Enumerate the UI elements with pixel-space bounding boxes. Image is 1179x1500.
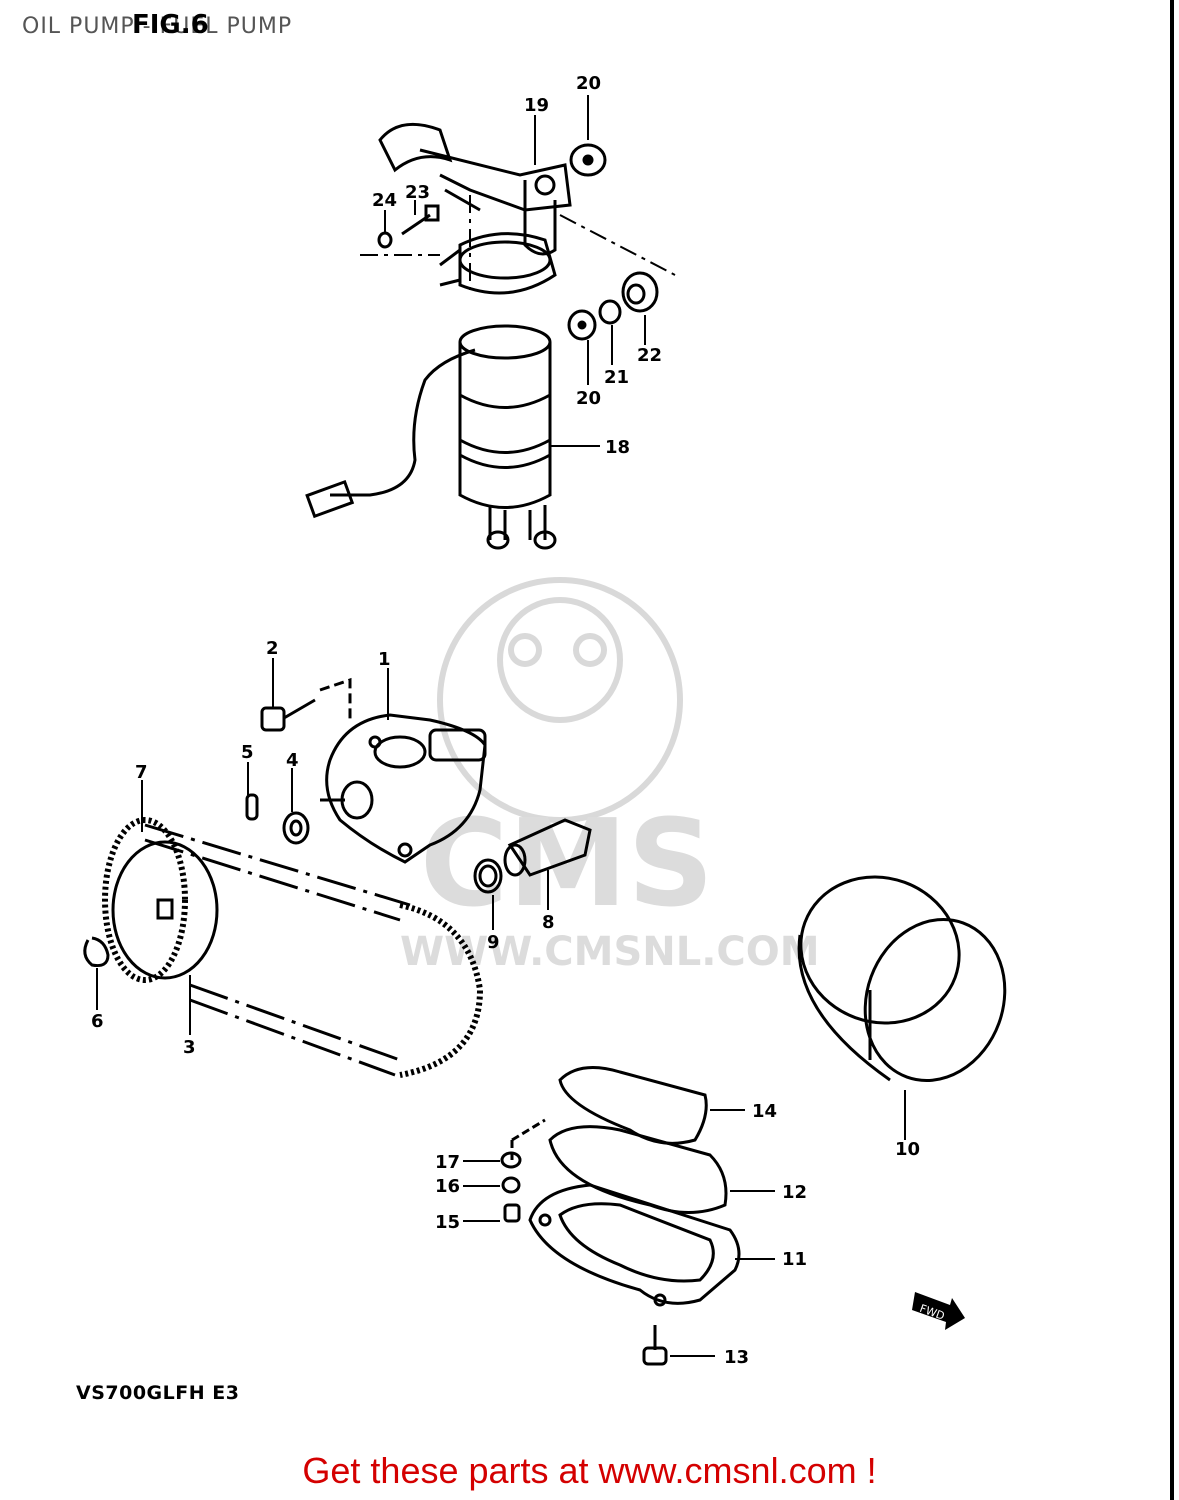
model-code: VS700GLFH E3: [76, 1382, 240, 1404]
oil-pan-cover: [528, 1066, 741, 1307]
part-label: 10: [895, 1139, 920, 1160]
pump-clamp: [439, 232, 557, 295]
fwd-arrow: FWD: [912, 1292, 965, 1330]
part-label: 20: [576, 73, 601, 94]
part-label: 6: [91, 1011, 104, 1032]
part-label: 8: [542, 912, 555, 933]
oil-pump: [320, 713, 487, 864]
part-label: 14: [752, 1101, 777, 1122]
cta-link[interactable]: Get these parts at www.cmsnl.com !: [302, 1450, 877, 1491]
part-label: 15: [435, 1212, 460, 1233]
cta-banner: Get these parts at www.cmsnl.com !: [0, 1450, 1179, 1492]
bolt-2: [260, 677, 352, 732]
part-label: 20: [576, 388, 601, 409]
watermark-brand: CMS: [420, 795, 714, 934]
part-label: 9: [487, 932, 500, 953]
part-label: 2: [266, 638, 279, 659]
guide-lines: [360, 195, 676, 290]
watermark-logo: CMS WWW.CMSNL.COM: [400, 577, 820, 975]
page-border: [1170, 0, 1174, 1500]
part-label: 3: [183, 1037, 196, 1058]
pin-and-washer: [245, 793, 310, 845]
part-label: 16: [435, 1176, 460, 1197]
fuel-pump: [305, 324, 557, 550]
part-label: 12: [782, 1182, 807, 1203]
part-label: 18: [605, 437, 630, 458]
fitting-8: [473, 818, 592, 894]
part-labels: 1 2 3 4 5 6 7 8 9 10 11 12 13 14 15 16 1…: [91, 73, 920, 1368]
part-label: 22: [637, 345, 662, 366]
part-label: 17: [435, 1152, 460, 1173]
part-label: 4: [286, 750, 299, 771]
leader-lines: [96, 95, 906, 1357]
part-label: 21: [604, 367, 629, 388]
sprocket-and-chain: [102, 817, 484, 1078]
fuel-pump-bracket: [378, 122, 572, 256]
figure-label: FIG.6: [132, 10, 209, 40]
part-label: 5: [241, 742, 254, 763]
part-label: 24: [372, 190, 397, 211]
part-label: 7: [135, 762, 148, 783]
page-title: OIL PUMP - FUEL PUMP: [22, 14, 293, 39]
part-label: 19: [524, 95, 549, 116]
part-label: 13: [724, 1347, 749, 1368]
bolt-23: [377, 204, 440, 249]
oil-filter: [797, 875, 1007, 1082]
part-label: 23: [405, 182, 430, 203]
circlip: [83, 936, 110, 967]
watermark-url: WWW.CMSNL.COM: [400, 929, 820, 975]
part-label: 1: [378, 649, 391, 670]
part-label: 11: [782, 1249, 807, 1270]
fasteners: [500, 1118, 668, 1366]
grommets: [567, 143, 659, 341]
